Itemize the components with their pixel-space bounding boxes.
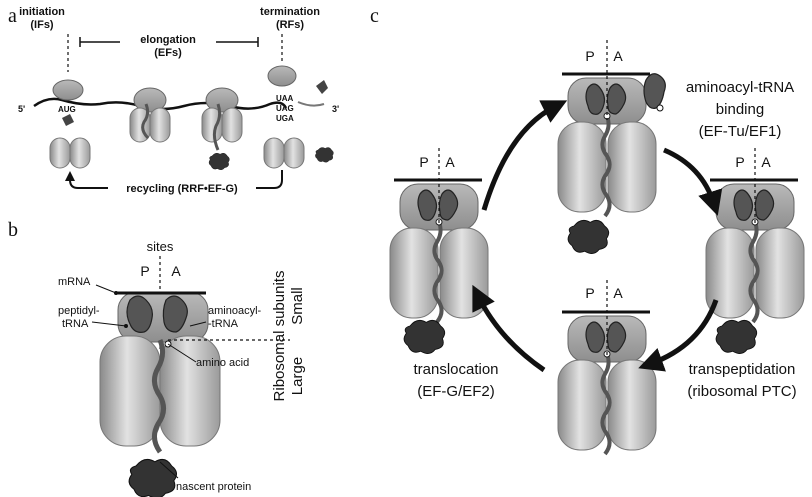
panel-b: b sites P A mRNA peptidyl- tRNA aminoacy… [8, 219, 306, 497]
binding-label-1: aminoacyl-tRNA [686, 79, 794, 96]
transpeptidation-label-1: transpeptidation [689, 361, 796, 378]
right-p-site-label: P [735, 154, 744, 170]
nascent-protein-label: nascent protein [176, 481, 251, 493]
top-p-site-label: P [585, 48, 594, 64]
elongation-ribosome-1 [129, 87, 171, 143]
panel-a-letter: a [8, 5, 17, 27]
termination-ribosome [263, 65, 334, 169]
amino-acid-label: amino acid [196, 357, 249, 369]
left-a-site-label: A [445, 154, 455, 170]
p-site-label: P [140, 263, 149, 279]
peptidyl-trna-label-1: peptidyl- [58, 305, 100, 317]
binding-label-3: (EF-Tu/EF1) [699, 123, 782, 140]
initiation-factors-label: (IFs) [30, 19, 54, 31]
mrna-leader [95, 284, 117, 294]
cycle-arrow-right-to-bottom [638, 299, 719, 372]
transpeptidation-label-2: (ribosomal PTC) [687, 383, 796, 400]
recycling-label-bg [108, 180, 256, 196]
sites-label: sites [147, 239, 174, 254]
five-prime-label: 5' [18, 104, 25, 114]
panel-b-letter: b [8, 219, 18, 241]
initiation-small-subunit [52, 79, 84, 101]
initiator-trna-icon [62, 114, 74, 126]
mrna-label: mRNA [58, 276, 91, 288]
ribosomal-subunits-label: Ribosomal subunits [271, 271, 288, 402]
peptidyl-trna-leader-dot [124, 324, 128, 328]
initiation-large-subunit-left [49, 137, 71, 169]
elongation-label: elongation [140, 34, 196, 46]
translocation-label-1: translocation [413, 361, 498, 378]
aminoacyl-trna-label-1: aminoacyl- [208, 305, 262, 317]
small-subunit-label: Small [289, 287, 306, 325]
bottom-a-site-label: A [613, 285, 623, 301]
peptidyl-trna-leader [91, 321, 127, 327]
elongation-ribosome-2 [201, 87, 243, 170]
aminoacyl-trna-label-2: -tRNA [208, 318, 239, 330]
panel-a: a initiation (IFs) elongation (EFs) term… [8, 5, 339, 196]
three-prime-label: 3' [332, 104, 339, 114]
translocation-label-2: (EF-G/EF2) [417, 383, 495, 400]
cycle-ribosome-right [704, 148, 806, 354]
binding-label-2: binding [716, 101, 764, 118]
start-codon-label: AUG [58, 105, 76, 114]
cycle-ribosome-bottom [556, 280, 658, 456]
panel-c-letter: c [370, 5, 379, 27]
mrna-3prime-tail [297, 101, 325, 107]
termination-label: termination [260, 6, 320, 18]
nascent-protein-leader [159, 461, 179, 479]
aminoacyl-trna-leader [189, 321, 207, 327]
cycle-ribosome-top [556, 40, 666, 254]
stop-codon-uag: UAG [276, 104, 294, 113]
cycle-arrow-left-to-top [481, 100, 568, 211]
stop-codon-uga: UGA [276, 114, 294, 123]
top-a-site-label: A [613, 48, 623, 64]
initiation-large-subunit-right [69, 137, 91, 169]
termination-factors-label: (RFs) [276, 19, 304, 31]
initiation-label: initiation [19, 6, 65, 18]
elongation-factors-label: (EFs) [154, 47, 182, 59]
a-site-label: A [171, 263, 181, 279]
panel-c: c P A aminoacyl-tRNA binding (EF-Tu/EF1)… [370, 5, 806, 456]
large-subunit-label: Large [289, 357, 306, 395]
peptidyl-trna-label-2: tRNA [62, 318, 89, 330]
recycling-label: recycling (RRF•EF-G) [126, 183, 238, 195]
amino-acid-leader [167, 343, 197, 363]
panel-b-ribosome [99, 291, 221, 497]
right-a-site-label: A [761, 154, 771, 170]
stop-codon-uaa: UAA [276, 94, 294, 103]
bottom-p-site-label: P [585, 285, 594, 301]
cycle-arrow-top-to-right [663, 147, 723, 216]
left-p-site-label: P [419, 154, 428, 170]
cycle-ribosome-left [388, 148, 490, 354]
cycle-arrow-bottom-to-left [472, 284, 546, 373]
